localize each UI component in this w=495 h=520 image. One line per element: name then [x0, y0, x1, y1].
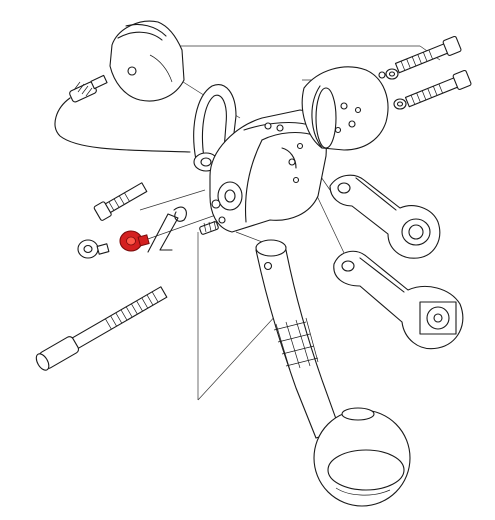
knurled-thumb-screw: [69, 74, 108, 103]
spring: [147, 206, 187, 253]
lower-link-arm: [333, 250, 464, 350]
small-screw: [77, 239, 110, 259]
upper-link-arm: [329, 174, 441, 259]
upper-cover: [109, 20, 185, 102]
highlighted-cap-nut: [119, 230, 150, 252]
shift-housing: [209, 109, 327, 233]
threaded-rod: [35, 286, 168, 371]
washers: [385, 68, 407, 110]
long-screws: [394, 35, 472, 108]
short-bolt: [93, 182, 148, 221]
housing-cap: [301, 66, 389, 151]
lever-knob: [313, 407, 411, 507]
shift-lever: [255, 239, 341, 439]
set-screw: [199, 220, 219, 235]
safety-wire: [54, 97, 191, 153]
